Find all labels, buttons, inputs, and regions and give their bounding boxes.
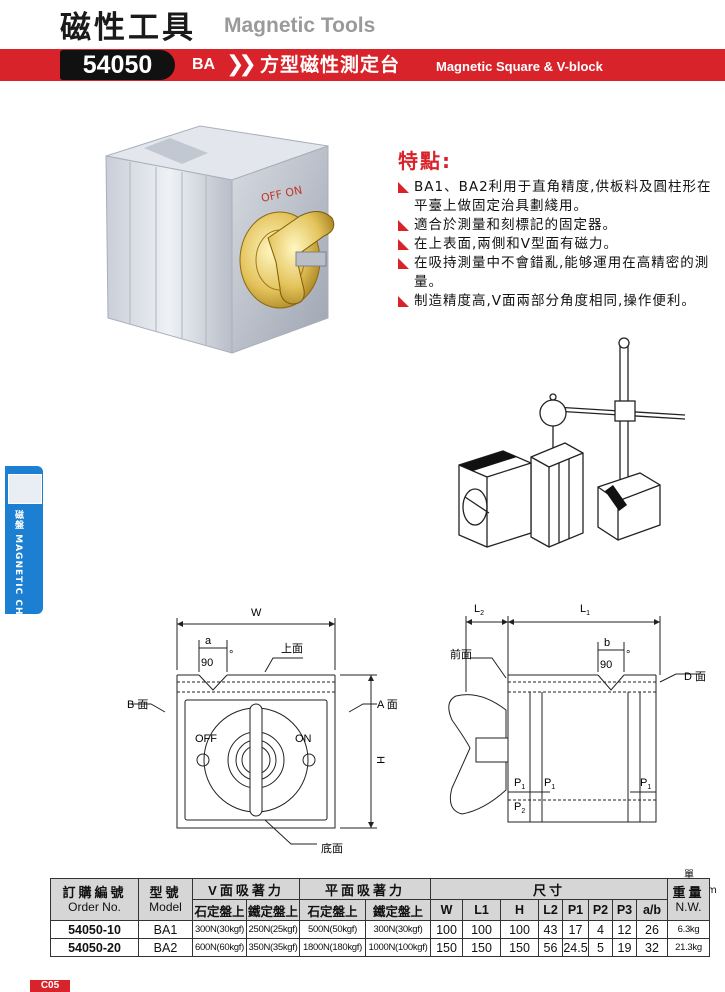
th-P3: P3 — [612, 899, 637, 921]
features-list: BA1、BA2利用于直角精度,供板料及圓柱形在平臺上做固定治具劃綫用。 適合於測… — [398, 178, 720, 311]
page-number: C05 — [30, 980, 70, 992]
product-title-en: Magnetic Square & V-block — [436, 59, 603, 74]
usage-illustration — [458, 337, 686, 548]
feature-item: 適合於測量和刻標記的固定器。 — [398, 216, 720, 235]
th-flat-force: 平面吸著力 — [299, 878, 431, 900]
model-tag: BA — [192, 56, 216, 73]
label-d-face: D 面 — [684, 671, 706, 683]
chevron-right-icon: ❯❯ — [226, 52, 257, 77]
th-H: H — [500, 899, 539, 921]
th-v-force: V面吸著力 — [192, 878, 300, 900]
label-front-face: 前面 — [450, 647, 472, 661]
th-L1: L1 — [462, 899, 501, 921]
bullet-triangle-icon — [398, 239, 409, 250]
dim-P1-c: P1 — [640, 777, 651, 791]
dim-b: b — [604, 637, 610, 649]
dim-P1-b: P1 — [544, 777, 555, 791]
feature-item: 制造精度高,V面兩部分角度相同,操作便利。 — [398, 292, 720, 311]
feature-item: BA1、BA2利用于直角精度,供板料及圓柱形在平臺上做固定治具劃綫用。 — [398, 178, 720, 216]
th-W: W — [430, 899, 463, 921]
label-off: OFF — [195, 733, 217, 745]
bullet-triangle-icon — [398, 296, 409, 307]
bullet-triangle-icon — [398, 220, 409, 231]
feature-item: 在吸持測量中不會錯亂,能够運用在高精密的測量。 — [398, 254, 720, 292]
label-top-face: 上面 — [281, 642, 303, 655]
dim-L1: L1 — [580, 603, 590, 617]
product-title-cn: 方型磁性測定台 — [260, 54, 401, 76]
degree-sign: ° — [229, 649, 233, 661]
page-title-cn: 磁性工具 — [60, 10, 196, 46]
th-P2: P2 — [588, 899, 613, 921]
th-f-iron: 鐵定盤上 — [365, 899, 431, 921]
th-L2: L2 — [538, 899, 563, 921]
feature-item: 在上表面,兩側和V型面有磁力。 — [398, 235, 720, 254]
th-v-iron: 鐵定盤上 — [246, 899, 300, 921]
table-row: 54050-10 BA1 300N(30kgf) 250N(25kgf) 500… — [50, 920, 710, 939]
product-photo: OFF ON — [105, 125, 335, 354]
label-bottom-face: 底面 — [321, 841, 343, 855]
angle-90: 90 — [600, 659, 612, 671]
th-P1: P1 — [562, 899, 589, 921]
bullet-triangle-icon — [398, 258, 409, 269]
dim-P2: P2 — [514, 801, 525, 815]
label-a-face: A 面 — [377, 699, 398, 711]
th-ab: a/b — [636, 899, 668, 921]
features-title: 特點: — [398, 149, 452, 173]
degree-sign: ° — [626, 649, 630, 661]
front-view-drawing: W a 90 ° 上面 B 面 A 面 OFF ON H 底面 — [127, 607, 398, 855]
label-on: ON — [295, 733, 312, 745]
bullet-triangle-icon — [398, 182, 409, 193]
table-row: 54050-20 BA2 600N(60kgf) 350N(35kgf) 180… — [50, 938, 710, 957]
th-f-stone: 石定盤上 — [299, 899, 366, 921]
product-code: 54050 — [60, 50, 175, 80]
dim-P1-a: P1 — [514, 777, 525, 791]
label-b-face: B 面 — [127, 699, 148, 711]
side-tab-label: 磁盤 MAGNETIC CHUCK — [13, 510, 23, 640]
dim-W: W — [251, 607, 262, 619]
dim-L2: L2 — [474, 603, 484, 617]
category-thumbnail — [8, 474, 42, 504]
th-size: 尺寸 — [430, 878, 668, 900]
dim-a: a — [205, 635, 212, 647]
page-title-en: Magnetic Tools — [224, 14, 376, 37]
th-v-stone: 石定盤上 — [192, 899, 247, 921]
side-view-drawing: L2 L1 b 90 ° 前面 D 面 P1 P1 P2 P1 — [448, 603, 706, 823]
dim-H: H — [374, 756, 386, 764]
angle-90: 90 — [201, 657, 213, 669]
